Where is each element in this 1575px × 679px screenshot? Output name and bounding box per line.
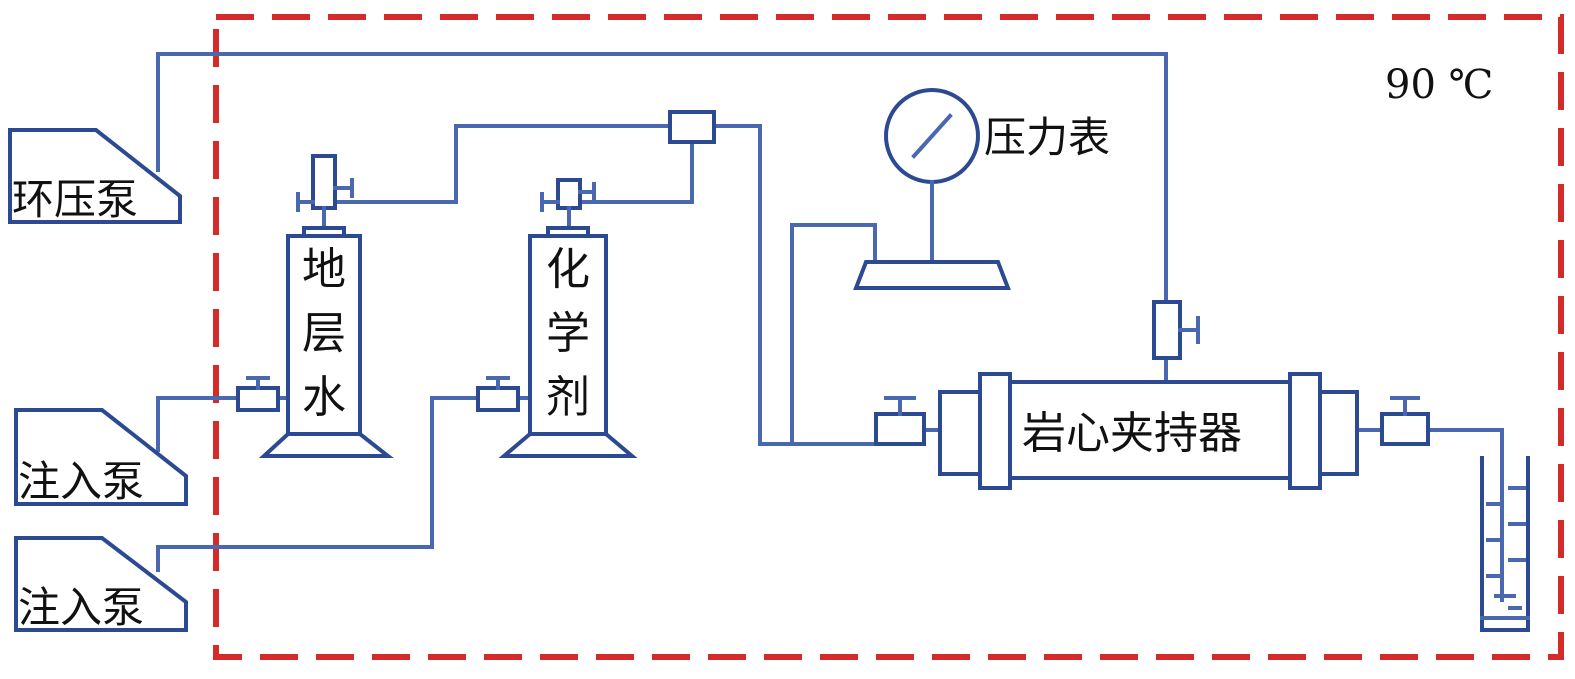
core-holder-body bbox=[1008, 380, 1292, 480]
pipe-injection-2 bbox=[156, 396, 480, 572]
water-bottom-valve bbox=[236, 386, 280, 412]
pipe-to-cylinder bbox=[1426, 428, 1504, 472]
holder-outlet-valve bbox=[1380, 412, 1430, 446]
oven-boundary bbox=[213, 14, 1564, 660]
holder-inlet-valve bbox=[874, 412, 926, 446]
gauge-base bbox=[853, 260, 1011, 290]
water-label-3: 水 bbox=[302, 372, 346, 423]
core-holder-label: 岩心夹持器 bbox=[1022, 408, 1242, 459]
chemical-label-3: 剂 bbox=[546, 372, 590, 423]
ring-pressure-pump-label: 环压泵 bbox=[12, 175, 138, 224]
injection-pump-2: 注入泵 bbox=[14, 536, 188, 632]
chemical-label-2: 学 bbox=[546, 308, 590, 359]
cylinder-scale bbox=[1486, 468, 1526, 610]
water-label-2: 层 bbox=[302, 308, 346, 359]
chemical-agent-vessel: 化 学 剂 bbox=[476, 178, 638, 458]
pipe-water-top bbox=[333, 124, 672, 204]
injection-pump-2-label: 注入泵 bbox=[18, 583, 144, 632]
pipe-chemical-top bbox=[578, 140, 694, 204]
water-label-1: 地 bbox=[302, 244, 346, 295]
chemical-bottom-valve bbox=[476, 386, 520, 412]
pressure-gauge: 压力表 bbox=[853, 88, 1110, 290]
pipe-gauge-branch bbox=[790, 223, 877, 446]
confining-valve bbox=[1152, 300, 1182, 360]
chemical-top-valve bbox=[556, 178, 582, 210]
temperature-label: 90 ℃ bbox=[1385, 62, 1493, 108]
pipe-tee-to-holder bbox=[712, 124, 878, 446]
chemical-label-1: 化 bbox=[546, 244, 590, 295]
tee-junction bbox=[668, 110, 716, 144]
ring-pressure-pump: 环压泵 bbox=[8, 128, 182, 224]
pipelines bbox=[156, 52, 1504, 572]
injection-pump-1-label: 注入泵 bbox=[18, 457, 144, 506]
pressure-gauge-label: 压力表 bbox=[984, 113, 1110, 162]
graduated-cylinder bbox=[1480, 456, 1530, 632]
injection-pump-1: 注入泵 bbox=[14, 408, 188, 506]
core-holder: 岩心夹持器 bbox=[874, 300, 1430, 490]
pipe-ring-pressure bbox=[156, 52, 1168, 304]
formation-water-vessel: 地 层 水 bbox=[236, 154, 394, 458]
water-top-valve bbox=[311, 154, 337, 210]
gauge-needle bbox=[911, 113, 953, 159]
pipe-injection-1 bbox=[156, 396, 240, 452]
